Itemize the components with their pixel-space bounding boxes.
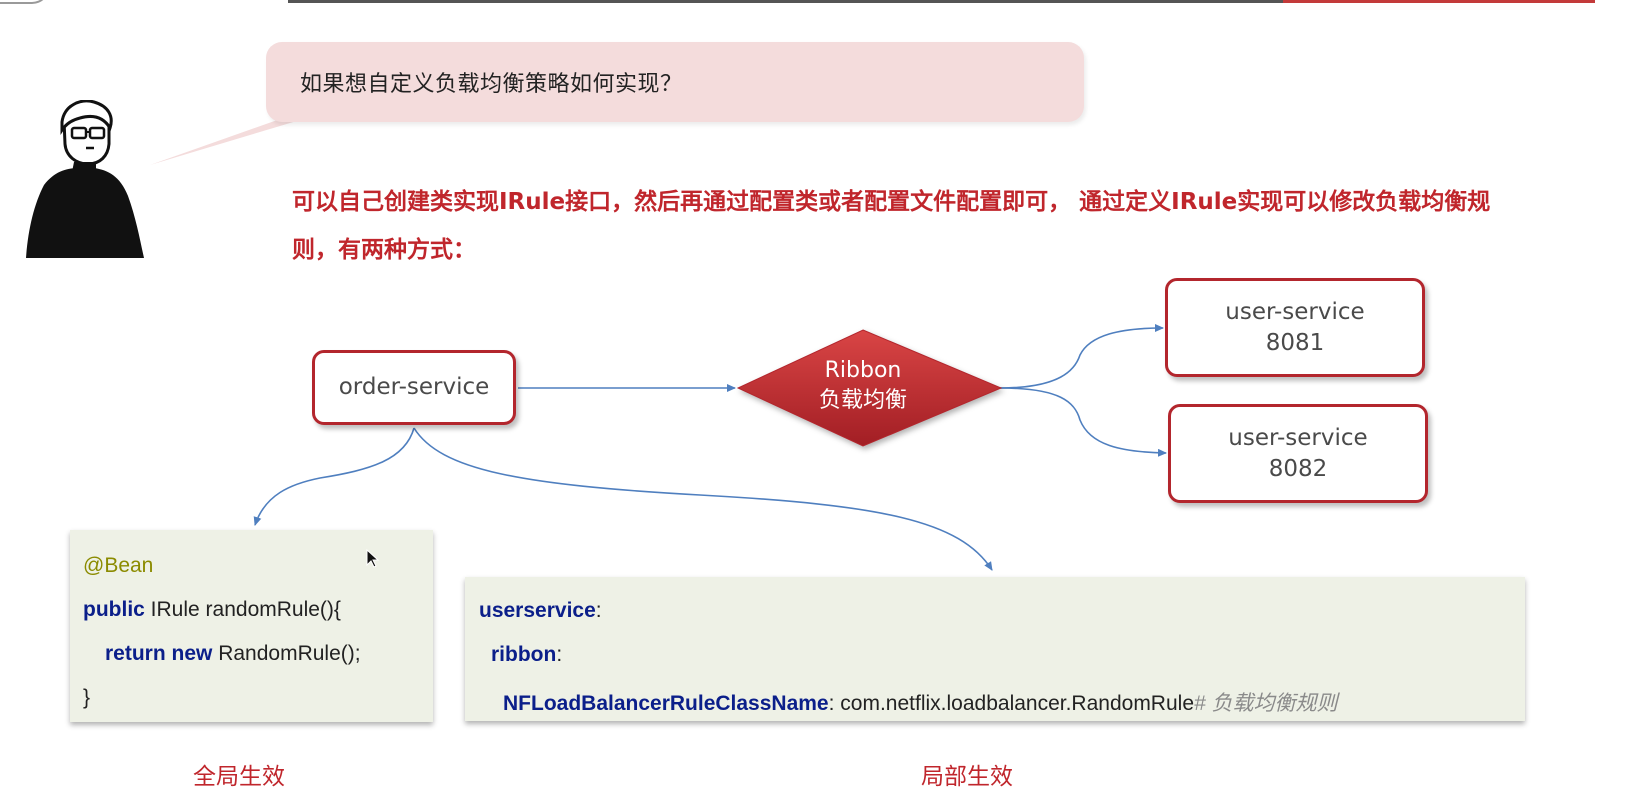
yaml-line-1: userservice:	[479, 599, 602, 623]
question-text: 如果想自定义负载均衡策略如何实现？	[300, 72, 683, 97]
bubble-tail	[150, 112, 300, 165]
code-text: RandomRule();	[212, 642, 361, 665]
yaml-comment: # 负载均衡规则	[1194, 692, 1338, 715]
caption-global: 全局生效	[193, 764, 285, 790]
arrow-order-to-local	[413, 427, 993, 571]
code-keyword: return	[105, 642, 166, 665]
arrow-ribbon-to-user-8081	[999, 324, 1164, 389]
cursor-icon	[366, 549, 380, 568]
yaml-value: com.netflix.loadbalancer.RandomRule	[834, 692, 1195, 715]
user-service-name: user-service	[1228, 424, 1368, 451]
yaml-line-3: NFLoadBalancerRuleClassName: com.netflix…	[503, 687, 1338, 717]
header-rule	[288, 0, 1283, 3]
arrow-ribbon-to-user-8082	[999, 387, 1167, 457]
yaml-line-2: ribbon:	[491, 643, 562, 667]
arrow-order-to-global	[253, 427, 415, 526]
ribbon-diamond	[736, 329, 1003, 447]
ribbon-label: Ribbon 负载均衡	[768, 356, 958, 416]
question-bubble	[266, 42, 1084, 122]
answer-text: 可以自己创建类实现IRule接口，然后再通过配置类或者配置文件配置即可， 通过定…	[292, 189, 1491, 263]
yaml-key: ribbon	[491, 643, 557, 666]
user-service-port: 8082	[1268, 455, 1328, 482]
user-service-8082-box: user-service 8082	[1168, 404, 1428, 503]
yaml-key: NFLoadBalancerRuleClassName	[503, 692, 829, 715]
code-keyword: public	[83, 598, 145, 621]
yaml-key: userservice	[479, 599, 596, 622]
code-text: IRule randomRule(){	[144, 598, 341, 621]
code-method-signature: public IRule randomRule(){	[83, 598, 341, 622]
code-closing-brace: }	[83, 686, 91, 709]
caption-local: 局部生效	[921, 764, 1013, 790]
code-annotation: @Bean	[83, 554, 154, 577]
user-service-port: 8081	[1265, 329, 1325, 356]
yaml-colon: :	[828, 692, 835, 715]
local-config-code: userservice: ribbon: NFLoadBalancerRuleC…	[465, 577, 1525, 721]
ribbon-title: Ribbon	[824, 358, 902, 383]
yaml-colon: :	[556, 643, 563, 666]
user-service-8081-box: user-service 8081	[1165, 278, 1425, 377]
ribbon-subtitle: 负载均衡	[818, 388, 907, 413]
yaml-colon: :	[595, 599, 602, 622]
order-service-label: order-service	[338, 374, 490, 400]
avatar-icon	[26, 100, 144, 258]
header-rule-accent	[1283, 0, 1595, 3]
code-keyword: new	[171, 642, 213, 665]
user-service-name: user-service	[1225, 298, 1365, 325]
code-return-statement: return new RandomRule();	[105, 642, 361, 666]
order-service-box: order-service	[312, 350, 516, 425]
